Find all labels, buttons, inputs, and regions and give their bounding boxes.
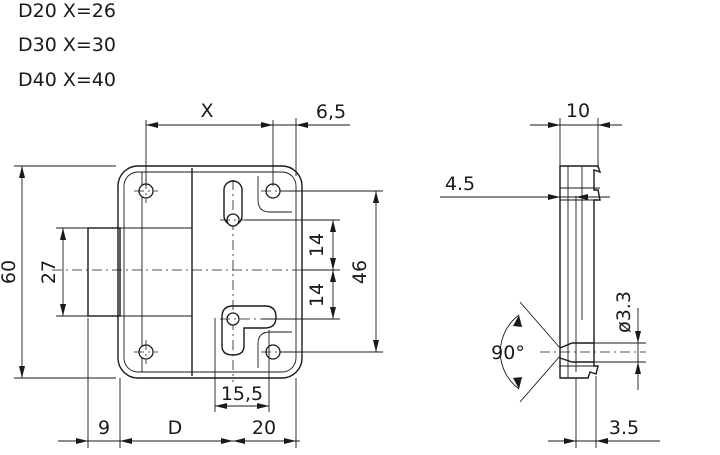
dim-15-5-label: 15,5 <box>221 383 263 405</box>
lock-body-outline <box>117 165 303 379</box>
dim-27-label: 27 <box>38 260 60 284</box>
angle-arc <box>499 314 520 390</box>
corner-hole-bottom-right <box>257 331 292 368</box>
dim-9-label: 9 <box>98 417 110 439</box>
side-view: 10 4.5 ø3.3 90° 3. <box>440 100 660 448</box>
dim-14-bottom-label: 14 <box>306 283 328 307</box>
dim-4-5-label: 4.5 <box>445 173 475 195</box>
lock-body-inner <box>123 171 297 373</box>
keyhole-slot-bottom <box>220 305 277 356</box>
legend-line-d30: D30 X=30 <box>18 34 116 56</box>
angle-leg-top <box>519 301 561 349</box>
dim-d-label: D <box>168 417 183 439</box>
legend-line-d40: D40 X=40 <box>18 69 116 91</box>
dim-46-label: 46 <box>349 260 371 284</box>
corner-hole-bottom-left <box>134 340 158 364</box>
keyhole-slot-top <box>220 180 246 227</box>
legend-line-d20: D20 X=26 <box>18 0 116 22</box>
dim-10-label: 10 <box>566 100 590 122</box>
front-dimensions: X 6,5 60 27 <box>0 100 383 448</box>
cylinder-housing <box>87 227 121 317</box>
dim-20-label: 20 <box>252 417 276 439</box>
angle-leg-bottom <box>519 355 561 403</box>
dim-hole-diameter-label: ø3.3 <box>613 291 635 333</box>
dim-x-label: X <box>200 100 213 122</box>
countersunk-hole <box>559 342 594 363</box>
dim-3-5-label: 3.5 <box>609 417 639 439</box>
dim-60-label: 60 <box>0 260 20 284</box>
dim-angle-label: 90° <box>491 342 525 364</box>
front-view <box>52 165 306 382</box>
dim-6-5-label: 6,5 <box>316 101 346 123</box>
dim-14-top-label: 14 <box>306 233 328 257</box>
corner-hole-top-right <box>257 176 292 213</box>
